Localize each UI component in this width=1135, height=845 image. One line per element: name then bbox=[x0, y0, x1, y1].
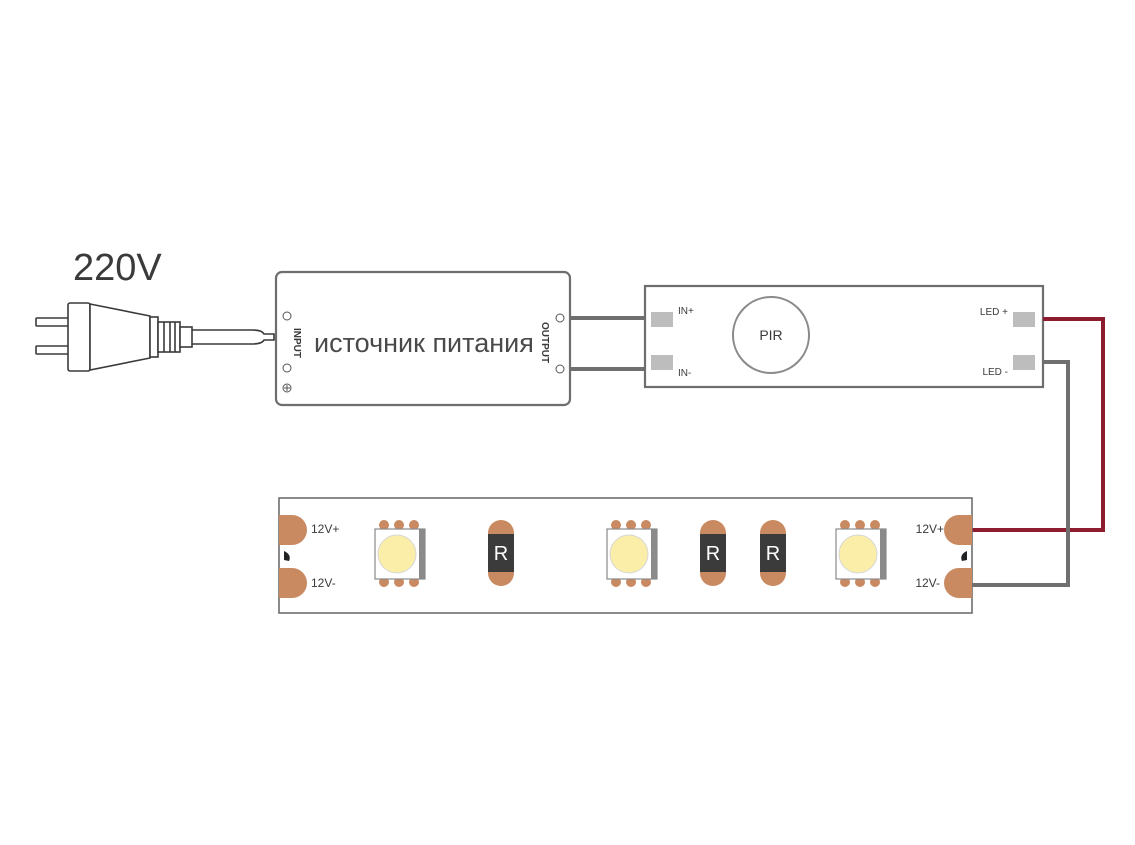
right-cut-mark-icon bbox=[961, 551, 967, 561]
led-plus-pad bbox=[1013, 312, 1035, 327]
input-terminal-icons bbox=[282, 311, 292, 393]
resistor-icon: R bbox=[488, 520, 514, 586]
left-minus-pad bbox=[279, 568, 307, 598]
wires-psu-to-controller bbox=[570, 316, 649, 371]
resistor-label: R bbox=[494, 543, 508, 565]
led-strip: 12V+ 12V- 12V+ 12V- R bbox=[278, 497, 973, 614]
in-plus-pad bbox=[651, 312, 673, 327]
wire-positive bbox=[968, 317, 1105, 532]
right-minus-pad bbox=[944, 568, 972, 598]
led-minus-pad bbox=[1013, 355, 1035, 370]
right-plus-label: 12V+ bbox=[916, 522, 944, 536]
smd-led-icon bbox=[835, 520, 887, 587]
pir-sensor-label: PIR bbox=[759, 327, 782, 343]
left-plus-pad bbox=[279, 515, 307, 545]
resistor-label: R bbox=[766, 543, 780, 565]
input-label: INPUT bbox=[291, 328, 302, 358]
resistor-icon: R bbox=[760, 520, 786, 586]
led-plus-label: LED + bbox=[980, 307, 1008, 318]
in-plus-label: IN+ bbox=[678, 306, 694, 317]
power-plug-icon bbox=[35, 302, 275, 372]
left-cut-mark-icon bbox=[284, 551, 290, 561]
output-label: OUTPUT bbox=[539, 322, 550, 363]
led-minus-label: LED - bbox=[982, 367, 1008, 378]
pir-sensor-icon bbox=[732, 296, 810, 374]
pir-controller: IN+ IN- PIR LED + LED - bbox=[643, 284, 1045, 389]
left-plus-label: 12V+ bbox=[311, 522, 339, 536]
smd-led-icon bbox=[374, 520, 426, 587]
wire-negative bbox=[968, 360, 1070, 587]
in-minus-label: IN- bbox=[678, 368, 691, 379]
voltage-label: 220V bbox=[73, 247, 162, 289]
resistor-label: R bbox=[706, 543, 720, 565]
in-minus-pad bbox=[651, 355, 673, 370]
right-plus-pad bbox=[944, 515, 972, 545]
smd-led-icon bbox=[606, 520, 658, 587]
output-terminal-icons bbox=[555, 313, 565, 374]
right-minus-label: 12V- bbox=[915, 576, 940, 590]
resistor-icon: R bbox=[700, 520, 726, 586]
left-minus-label: 12V- bbox=[311, 576, 336, 590]
power-supply-title: источник питания bbox=[314, 328, 534, 358]
power-supply-unit: INPUT источник питания OUTPUT bbox=[274, 270, 572, 407]
